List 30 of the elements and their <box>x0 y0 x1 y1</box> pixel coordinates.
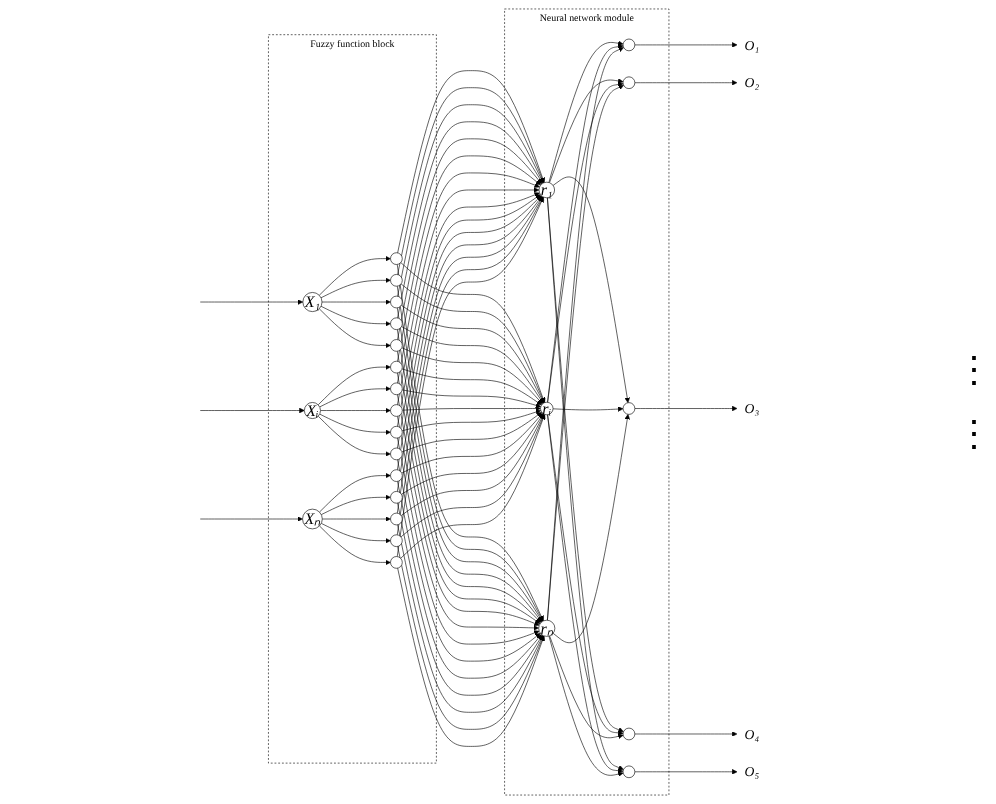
node-circle <box>390 556 403 569</box>
ellipsis-mark: ⋮ <box>956 348 992 392</box>
node-circle <box>390 274 403 287</box>
cluster <box>268 34 437 764</box>
node-circle <box>390 252 403 265</box>
node-circle <box>390 512 403 526</box>
node-circle <box>390 491 403 504</box>
node-circle <box>390 339 403 352</box>
node-circle <box>538 181 555 199</box>
node-circle <box>302 292 323 312</box>
node-circle <box>540 401 554 416</box>
node-circle <box>538 619 556 637</box>
node-circle <box>622 402 636 415</box>
node-circle <box>390 295 403 309</box>
cluster <box>504 8 670 796</box>
node-circle <box>622 765 636 778</box>
node-circle <box>622 76 636 89</box>
node-circle <box>390 404 403 417</box>
node-circle <box>390 382 403 395</box>
node-circle <box>302 508 323 530</box>
node-circle <box>622 727 636 741</box>
node-circle <box>390 317 403 330</box>
node-circle <box>304 402 321 419</box>
node-circle <box>390 426 403 439</box>
node-circle <box>622 38 636 52</box>
ellipsis-mark: ⋮ <box>956 412 992 456</box>
node-circle <box>390 447 403 461</box>
node-circle <box>390 469 403 482</box>
node-circle <box>390 360 403 374</box>
node-circle <box>390 534 403 547</box>
